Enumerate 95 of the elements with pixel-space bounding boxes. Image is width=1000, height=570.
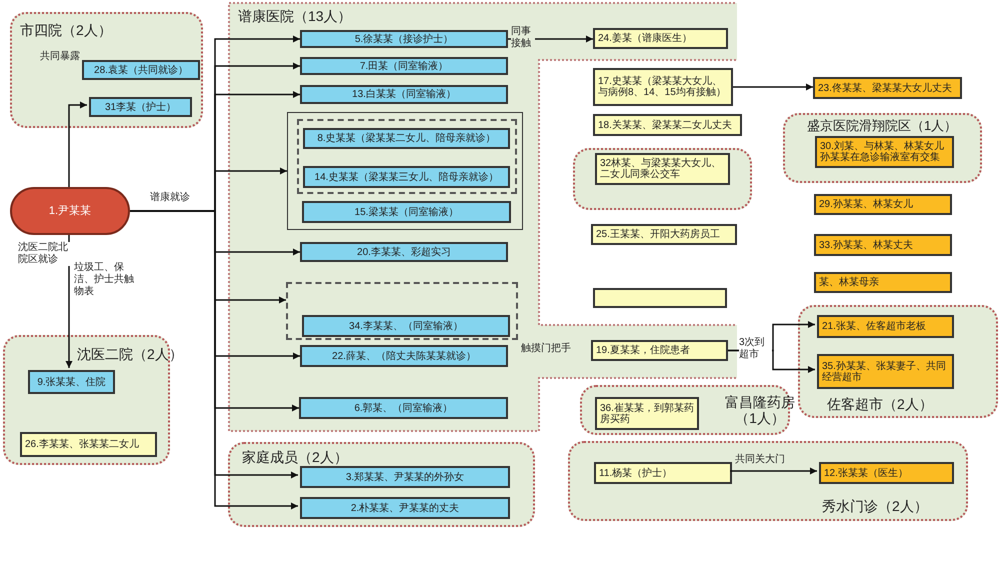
annotation-text: 触摸门把手 (521, 343, 571, 355)
person-box (594, 462, 732, 484)
person-label: 19.夏某某，住院患者 (596, 345, 690, 356)
person-label: 1.尹某某 (48, 206, 92, 216)
person-label: 25.王某某、开阳大药房员工 (596, 229, 720, 240)
person-box (591, 340, 728, 361)
person-label: 30.刘某、与林某、林某女儿孙某某在急诊输液室有交集 (820, 141, 945, 163)
edge-label: 沈医二院北院区就诊 (18, 242, 72, 266)
person-box (28, 370, 115, 394)
person-box (593, 288, 727, 308)
person-box (813, 77, 962, 99)
location-group (228, 442, 535, 527)
person-box (300, 345, 508, 367)
person-label: 28.袁某（共同就诊） (94, 64, 188, 76)
group-title: 佐客超市（2人） (827, 396, 933, 412)
group-title: 沈医二院（2人） (77, 346, 183, 362)
group-title: 家庭成员（2人） (242, 449, 348, 465)
edge-label: 同事接触 (511, 26, 535, 50)
group-frame (287, 112, 523, 230)
person-box (303, 128, 510, 149)
person-label: 6.郭某、（同室输液） (354, 402, 453, 414)
person-label: 8.史某某（梁某某二女儿、陪母亲就诊） (317, 133, 496, 144)
edge-label: 谱康就诊 (150, 192, 190, 204)
person-box (593, 28, 728, 49)
person-label: 29.孙某某、林某女儿 (819, 199, 913, 210)
person-label: 某、林某母亲 (819, 277, 879, 288)
location-group (798, 305, 998, 418)
group-title: 秀水门诊（2人） (822, 498, 928, 514)
arrow (733, 84, 813, 90)
person-label: 36.崔某某，到郭某药房买药 (600, 402, 694, 424)
person-box (814, 272, 952, 293)
person-box (595, 153, 730, 185)
group-title: 盛京医院滑翔院区（1人） (807, 118, 958, 134)
person-label: 20.李某某、彩超实习 (357, 246, 451, 258)
person-box (593, 114, 742, 136)
person-box (89, 97, 192, 117)
person-box (20, 432, 157, 457)
person-label: 31李某（护士） (104, 102, 176, 112)
dashed-group-frame (297, 119, 517, 194)
arrow (68, 102, 87, 187)
person-label: 33.孙某某、林某丈夫 (819, 240, 913, 250)
location-group (10, 12, 203, 128)
person-label: 23.佟某某、梁某某大女儿丈夫 (818, 82, 952, 94)
person-label: 24.姜某（谱康医生） (598, 33, 692, 44)
person-box (300, 242, 508, 262)
person-label: 32林某、与梁某某大女儿、二女儿同乘公交车 (600, 158, 722, 180)
person-box (591, 224, 737, 245)
location-group (573, 148, 752, 210)
person-label: 18.关某某、梁某某二女儿丈夫 (598, 120, 732, 130)
person-label: 9.张某某、住院 (37, 376, 106, 388)
person-box (814, 194, 952, 215)
person-box (302, 315, 510, 337)
person-box (819, 462, 954, 484)
person-label: 22.薛某、（陪丈夫陈某某就诊） (332, 350, 476, 362)
person-box (817, 354, 954, 389)
person-box (300, 30, 508, 48)
person-box (814, 234, 952, 256)
person-box (82, 60, 200, 80)
person-box (299, 397, 508, 419)
person-label: 26.李某某、张某某二女儿 (25, 439, 139, 450)
person-box (302, 201, 511, 223)
index-case-capsule (10, 187, 130, 235)
edge-label: 共同关大门 (735, 454, 785, 466)
annotation-text: 共同暴露 (40, 51, 80, 63)
location-group (783, 113, 982, 183)
person-box (300, 57, 508, 75)
person-box (303, 166, 510, 188)
group-title: 谱康医院（13人） (238, 8, 352, 24)
person-box (300, 466, 510, 488)
person-label: 2.朴某某、尹某某的丈夫 (350, 502, 460, 514)
group-title: 市四院（2人） (20, 22, 112, 38)
person-label: 13.白某某（同室输液） (352, 89, 456, 100)
location-group (568, 441, 968, 521)
edge-label: 3次到超市 (739, 337, 772, 361)
person-label: 15.梁某某（同室输液） (354, 206, 458, 218)
person-label: 34.李某某、（同室输液） (349, 320, 463, 332)
person-label: 35.孙某某、张某妻子、共同经营超市 (822, 360, 947, 382)
person-box (815, 136, 954, 168)
person-box (300, 85, 508, 104)
dashed-group-frame (286, 282, 518, 340)
person-label: 21.张某、佐客超市老板 (822, 321, 926, 332)
person-box (300, 497, 510, 519)
person-label: 17.史某某（梁某某大女儿、与病例8、14、15均有接触） (598, 76, 727, 98)
person-label: 7.田某（同室输液） (360, 60, 448, 72)
person-label: 3.郑某某、尹某某的外孙女 (346, 472, 464, 482)
person-box (593, 68, 733, 106)
person-box (595, 397, 699, 430)
group-title: 富昌隆药房（1人） (724, 394, 796, 426)
person-label: 12.张某某（医生） (824, 468, 908, 478)
person-label: 11.杨某（护士） (599, 468, 672, 478)
person-label: 14.史某某（梁某某三女儿、陪母亲就诊） (314, 172, 498, 182)
person-box (817, 315, 954, 338)
person-label: 5.徐某某（接诊护士） (354, 34, 454, 44)
arrow (730, 468, 817, 474)
note-text: 垃圾工、保洁、护士共触物表 (74, 262, 135, 298)
